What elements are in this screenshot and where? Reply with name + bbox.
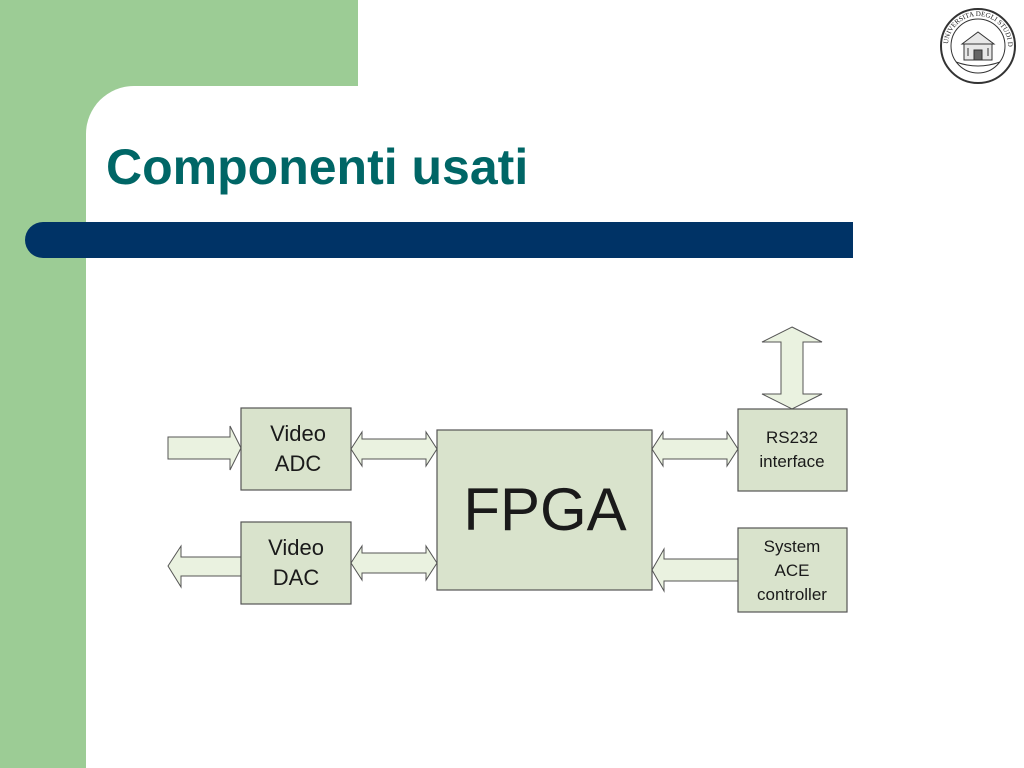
system-ace-label-1: System [764, 537, 821, 556]
dac-fpga-bidirectional-arrow [350, 544, 438, 582]
title-underline-bar [25, 222, 853, 258]
video-adc-block [240, 407, 352, 491]
input-arrow [167, 425, 242, 471]
fpga-block [436, 429, 653, 591]
rs232-interface-block [737, 408, 848, 492]
video-adc-label-2: ADC [275, 451, 322, 476]
system-ace-label-2: ACE [775, 561, 810, 580]
output-arrow [167, 544, 242, 589]
system-ace-label-3: controller [757, 585, 827, 604]
ace-to-fpga-arrow [651, 547, 739, 593]
rs232-external-bidirectional-arrow [761, 326, 823, 410]
rs232-label-1: RS232 [766, 428, 818, 447]
university-seal-logo: UNIVERSITA DEGLI STUDI DI TRIESTE [938, 6, 1016, 84]
video-dac-block [240, 521, 352, 605]
system-ace-controller-block [737, 527, 848, 613]
rs232-label-2: interface [759, 452, 824, 471]
video-adc-label-1: Video [270, 421, 326, 446]
fpga-label: FPGA [463, 476, 626, 543]
fpga-rs232-bidirectional-arrow [651, 430, 739, 468]
video-dac-label-1: Video [268, 535, 324, 560]
video-dac-label-2: DAC [273, 565, 320, 590]
slide-title: Componenti usati [106, 139, 529, 195]
adc-fpga-bidirectional-arrow [350, 430, 438, 468]
